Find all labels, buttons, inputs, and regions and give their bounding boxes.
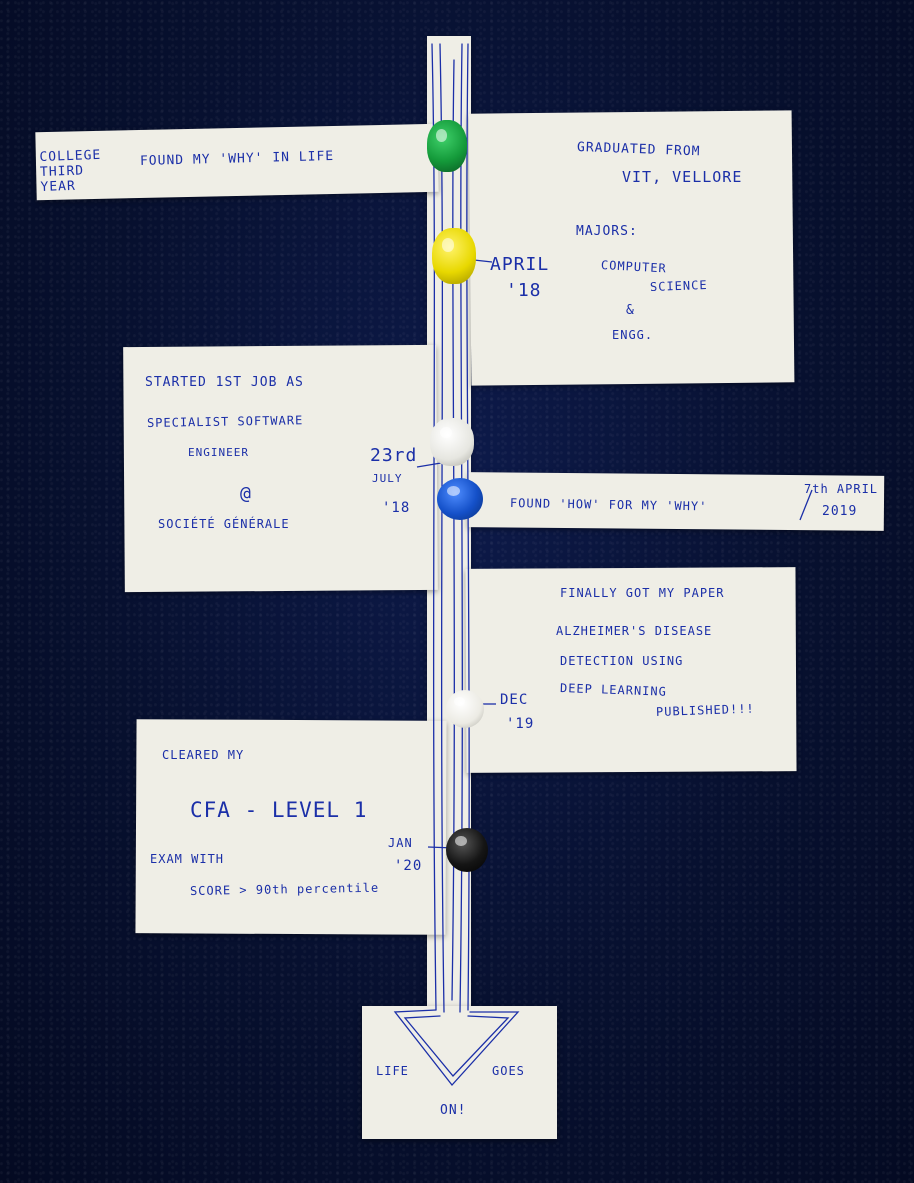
job-line3: ENGINEER <box>188 446 249 459</box>
job-year: '18 <box>382 500 411 516</box>
graduated-line3: MAJORS: <box>576 224 638 239</box>
green-pin <box>427 120 467 172</box>
graduated-line6: & <box>626 303 635 318</box>
job-line1: STARTED 1ST JOB AS <box>145 375 304 390</box>
graduated-year: '18 <box>506 280 542 301</box>
job-line4: @ <box>240 483 252 504</box>
how-date1: 7th APRIL <box>804 482 879 496</box>
job-line2: SPECIALIST SOFTWARE <box>146 413 304 430</box>
end-note <box>362 1006 557 1139</box>
black-pin <box>446 828 488 872</box>
graduated-line5: SCIENCE <box>649 277 708 294</box>
cfa-line1: CLEARED MY <box>162 748 245 762</box>
end-bottom: ON! <box>440 1103 467 1118</box>
end-left: LIFE <box>376 1064 409 1078</box>
end-right: GOES <box>492 1064 525 1078</box>
blue-pin <box>437 478 483 520</box>
cfa-line2: CFA - LEVEL 1 <box>190 798 368 822</box>
college-label: COLLEGE THIRD YEAR <box>39 147 102 195</box>
paper-year: '19 <box>506 716 535 732</box>
how-date2: 2019 <box>822 504 858 519</box>
graduated-line7: ENGG. <box>612 328 654 342</box>
white-pin-bottom <box>446 690 484 728</box>
paper-line1: FINALLY GOT MY PAPER <box>560 586 725 600</box>
job-line5: SOCIÉTÉ GÉNÉRALE <box>158 517 290 531</box>
graduated-month: APRIL <box>490 254 550 275</box>
paper-line3: DETECTION USING <box>560 654 684 668</box>
paper-line2: ALZHEIMER'S DISEASE <box>556 624 713 638</box>
cfa-year: '20 <box>394 858 423 874</box>
cfa-line3: EXAM WITH <box>150 852 225 866</box>
job-day: 23rd <box>370 445 418 466</box>
yellow-pin <box>432 228 476 284</box>
job-month: JULY <box>372 472 403 485</box>
cfa-month: JAN <box>388 836 413 850</box>
graduated-line2: VIT, VELLORE <box>622 168 743 186</box>
paper-month: DEC <box>500 692 529 708</box>
white-pin-top <box>430 418 474 466</box>
